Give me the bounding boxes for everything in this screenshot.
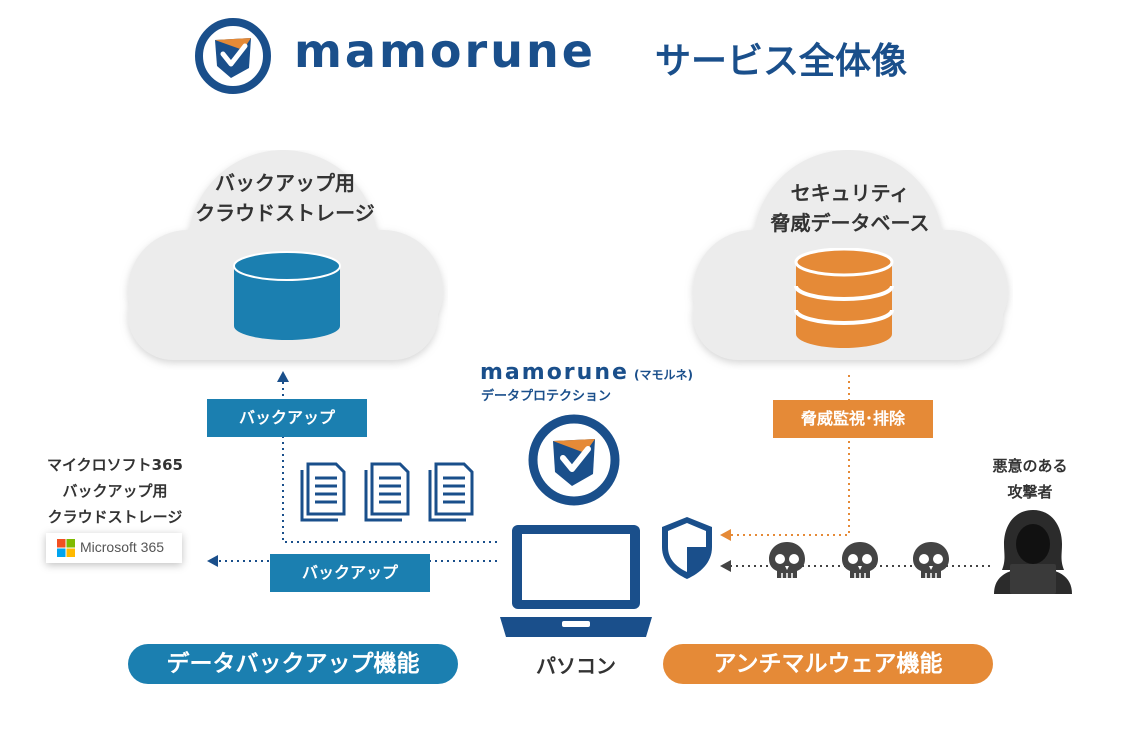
threat-monitor-tag: 脅威監視･排除 — [773, 400, 933, 438]
ms365-label: マイクロソフト365 バックアップ用 クラウドストレージ — [30, 452, 200, 530]
feature-data-backup: データバックアップ機能 — [128, 644, 458, 684]
threat-db-cloud-label-line2: 脅威データベース — [770, 211, 930, 235]
document-icon — [426, 462, 476, 522]
backup-cloud-label-line1: バックアップ用 — [215, 171, 355, 195]
document-icon — [362, 462, 412, 522]
threat-db-cloud-label: セキュリティ 脅威データベース — [745, 178, 955, 238]
product-brand-name: mamorune — [480, 360, 629, 385]
threat-db-cloud-label-line1: セキュリティ — [790, 181, 910, 205]
feature-anti-malware: アンチマルウェア機能 — [663, 644, 993, 684]
ms365-logo-card: Microsoft 365 — [46, 533, 182, 563]
laptop-icon — [500, 523, 652, 641]
backup-tag-lower: バックアップ — [270, 554, 430, 592]
ms365-logo-text: Microsoft 365 — [80, 539, 165, 555]
product-brand: mamorune (マモルネ) — [480, 360, 693, 385]
threat-database-icon — [794, 247, 894, 350]
header-brand: mamorune — [294, 24, 596, 78]
skull-icon — [767, 540, 807, 582]
backup-tag-upper: バックアップ — [207, 399, 367, 437]
product-brand-kana: (マモルネ) — [634, 368, 693, 382]
skull-icon — [840, 540, 880, 582]
document-icon — [298, 462, 348, 522]
skull-icon — [911, 540, 951, 582]
product-subtitle: データプロテクション — [481, 389, 612, 404]
ms365-label-line3: クラウドストレージ — [47, 508, 183, 526]
pc-label: パソコン — [536, 654, 616, 678]
backup-cloud-label: バックアップ用 クラウドストレージ — [180, 168, 390, 228]
header-subtitle: サービス全体像 — [655, 41, 908, 82]
hacker-icon — [990, 508, 1076, 594]
attacker-label: 悪意のある 攻撃者 — [975, 453, 1085, 505]
backup-database-icon — [232, 250, 342, 342]
attacker-label-line2: 攻撃者 — [1007, 483, 1053, 501]
ms365-label-line1: マイクロソフト365 — [46, 456, 183, 474]
ms365-label-line2: バックアップ用 — [62, 482, 168, 500]
microsoft-logo-icon — [57, 539, 75, 557]
backup-cloud-label-line2: クラウドストレージ — [195, 201, 375, 225]
threat-db-cloud — [683, 150, 1013, 370]
product-logo-icon — [527, 413, 621, 507]
header-logo-icon — [193, 16, 273, 96]
attacker-label-line1: 悪意のある — [992, 457, 1068, 475]
shield-icon — [660, 515, 714, 581]
